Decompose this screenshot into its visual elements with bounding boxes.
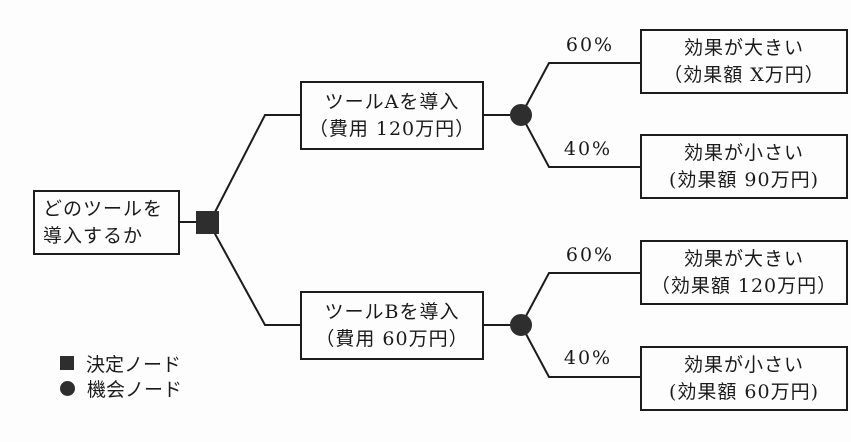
decision-node-icon [60,356,74,370]
outcome-line2: （効果額 X万円） [663,63,825,86]
probability-label: 40% [563,138,613,160]
branch-b-line2: （費用 60万円） [315,327,469,350]
probability-label: 60% [565,244,615,266]
branch-a-line1: ツールAを導入 [324,90,460,113]
probability-label: 60% [565,34,615,56]
branch-box-tool-a: ツールAを導入 （費用 120万円） [300,81,484,150]
branch-a-line2: （費用 120万円） [308,117,476,140]
root-question-line2: 導入するか [43,224,144,247]
decision-node-square [196,211,219,234]
outcome-box: 効果が大きい （効果額 X万円） [640,29,848,94]
root-question-box: どのツールを 導入するか [33,190,180,255]
outcome-box: 効果が小さい (効果額 90万円) [640,134,848,199]
chance-node-a [510,104,532,126]
outcome-line1: 効果が大きい [683,247,804,270]
outcome-line2: (効果額 60万円) [668,380,820,403]
outcome-line1: 効果が小さい [683,141,804,164]
root-question-line1: どのツールを [43,197,164,220]
branch-b-line1: ツールBを導入 [324,300,460,323]
legend-chance-label: 機会ノード [87,378,183,401]
legend-decision-label: 決定ノード [86,353,182,376]
outcome-box: 効果が大きい （効果額 120万円） [640,240,848,305]
probability-label: 40% [563,347,613,369]
branch-box-tool-b: ツールBを導入 （費用 60万円） [300,291,484,360]
legend: 決定ノード 機会ノード [60,352,183,401]
outcome-line1: 効果が小さい [683,353,804,376]
chance-node-b [510,314,532,336]
legend-item-decision: 決定ノード [60,352,182,376]
outcome-line2: （効果額 120万円） [650,274,838,297]
chance-node-icon [60,380,75,396]
outcome-line1: 効果が大きい [683,36,804,59]
legend-item-chance: 機会ノード [60,377,183,401]
outcome-box: 効果が小さい (効果額 60万円) [640,346,848,411]
outcome-line2: (効果額 90万円) [668,168,820,191]
